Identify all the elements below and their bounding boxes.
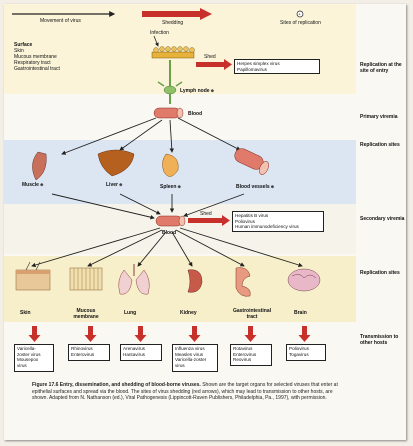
- tissue-kidney-label: Kidney: [180, 310, 197, 316]
- site-liver-label: Liver ⊕: [106, 182, 123, 188]
- blood-vessel-secondary-icon: [155, 215, 186, 227]
- virus-line: Measles virus: [175, 351, 204, 357]
- virus-line: Varicella-: [17, 346, 36, 351]
- shed-box-secondary: Hepatitis B virus Poliovirus Human immun…: [232, 211, 324, 232]
- side-label-primary: Primary viremia: [360, 114, 398, 120]
- shed-arrow-secondary: [188, 218, 222, 223]
- shed-virus-hsv: Herpes simplex virus: [237, 61, 280, 66]
- virus-box-brain: Poliovirus Togavirus: [286, 344, 326, 361]
- surface-gi: Gastrointestinal tract: [14, 66, 60, 72]
- legend-shedding-label: Shedding: [162, 20, 184, 26]
- virus-line: Enterovirus: [233, 351, 257, 357]
- side-label-rep-entry: Replication at the site of entry: [360, 62, 402, 74]
- surface-skin: Skin: [14, 48, 24, 54]
- infection-label: Infection: [150, 30, 169, 36]
- virus-line: virus: [17, 362, 27, 368]
- legend-sites-label: Sites of replication: [280, 20, 321, 26]
- site-marker-icon: ⊕: [209, 88, 215, 93]
- virus-line: Varicella-zoster: [175, 357, 207, 362]
- skin-tissue-icon: [15, 261, 51, 291]
- virus-line: virus: [175, 362, 185, 368]
- blood-secondary-label: Blood: [162, 230, 177, 236]
- site-marker-icon: ⊕: [117, 182, 123, 187]
- caption-title: Figure 17.6 Entry, dissemination, and sh…: [32, 382, 201, 388]
- shed-virus-hiv: Human immunodeficiency virus: [235, 224, 299, 229]
- legend-site-icon: [296, 10, 304, 18]
- surface-heading: Surface: [14, 42, 33, 48]
- shed-arrow-top: [196, 62, 224, 67]
- side-label-transmission: Transmission to other hosts: [360, 334, 399, 346]
- virus-line: Rhinovirus: [71, 346, 93, 351]
- shed-virus-hbv: Hepatitis B virus: [235, 213, 269, 218]
- tissue-lung-label: Lung: [124, 310, 137, 316]
- virus-line: Rotavirus: [233, 346, 253, 351]
- lung-icon: [118, 264, 150, 295]
- side-label-secondary: Secondary viremia: [360, 216, 405, 222]
- legend-shed-arrow: [142, 11, 200, 17]
- site-blood-vessels-label: Blood vessels ⊕: [236, 184, 275, 190]
- tissue-gi-label: Gastrointestinal tract: [232, 308, 272, 320]
- transmission-arrows: [28, 326, 311, 342]
- kidney-icon: [187, 269, 203, 293]
- epithelium-icon: [151, 46, 195, 59]
- virus-box-gi: Rotavirus Enterovirus Reovirus: [230, 344, 272, 366]
- virus-box-lung: Arenavirus Hantavirus: [120, 344, 162, 361]
- side-label-rep-sites-2: Replication sites: [360, 270, 400, 276]
- legend-shed-arrowhead: [200, 8, 212, 20]
- virus-line: zoster virus: [17, 351, 41, 357]
- tissue-mucous-label: Mucous membrane: [73, 308, 99, 320]
- shed-label-secondary: Shed: [200, 211, 212, 217]
- shed-virus-papilloma: Papillomavirus: [237, 66, 267, 72]
- blood-vessel-primary-icon: [153, 107, 184, 119]
- shed-box-top: Herpes simplex virus Papillomavirus: [234, 59, 320, 74]
- figure-page: +: [4, 4, 406, 440]
- lymph-node-label: Lymph node ⊕: [180, 88, 215, 94]
- virus-line: Arenavirus: [123, 346, 145, 351]
- virus-line: Influenza virus: [175, 346, 205, 351]
- site-marker-icon: ⊕: [269, 184, 275, 189]
- shed-virus-polio: Poliovirus: [235, 218, 255, 224]
- virus-box-kidney: Influenza virus Measles virus Varicella-…: [172, 344, 218, 372]
- virus-line: Enterovirus: [71, 351, 95, 357]
- legend-movement-label: Movement of virus: [40, 18, 81, 24]
- gastrointestinal-tract-icon: [235, 267, 251, 297]
- virus-line: Hantavirus: [123, 351, 145, 357]
- brain-icon: [287, 268, 321, 292]
- virus-line: Poliovirus: [289, 346, 309, 351]
- blood-primary-label: Blood: [188, 111, 203, 117]
- diagram-svg: +: [12, 8, 321, 342]
- side-label-rep-sites: Replication sites: [360, 142, 400, 148]
- site-marker-icon: ⊕: [38, 182, 44, 187]
- virus-box-mucous: Rhinovirus Enterovirus: [68, 344, 110, 361]
- blood-vessels-icon: [234, 148, 269, 175]
- lymph-node-icon: [157, 60, 183, 104]
- mucous-membrane-icon: [69, 267, 103, 291]
- virus-line: Reovirus: [233, 357, 252, 362]
- virus-box-skin: Varicella- zoster virus Mousepox virus: [14, 344, 54, 372]
- figure-caption: Figure 17.6 Entry, dissemination, and sh…: [32, 382, 348, 402]
- caption-body: Shown are the target organs for selected…: [32, 382, 338, 401]
- tissue-skin-label: Skin: [20, 310, 31, 316]
- spleen-icon: [162, 153, 179, 177]
- virus-line: Togavirus: [289, 351, 309, 357]
- site-marker-icon: ⊕: [176, 184, 181, 189]
- tissue-brain-label: Brain: [294, 310, 307, 316]
- muscle-icon: [32, 151, 47, 181]
- liver-icon: [97, 149, 135, 177]
- site-spleen-label: Spleen ⊕: [160, 184, 181, 190]
- svg-text:+: +: [298, 12, 301, 17]
- surface-mucous: Mucous membrane: [14, 54, 57, 60]
- shed-label-top: Shed: [204, 54, 216, 60]
- surface-respiratory: Respiratory tract: [14, 60, 51, 66]
- virus-line: Mousepox: [17, 357, 39, 362]
- site-muscle-label: Muscle ⊕: [22, 182, 44, 188]
